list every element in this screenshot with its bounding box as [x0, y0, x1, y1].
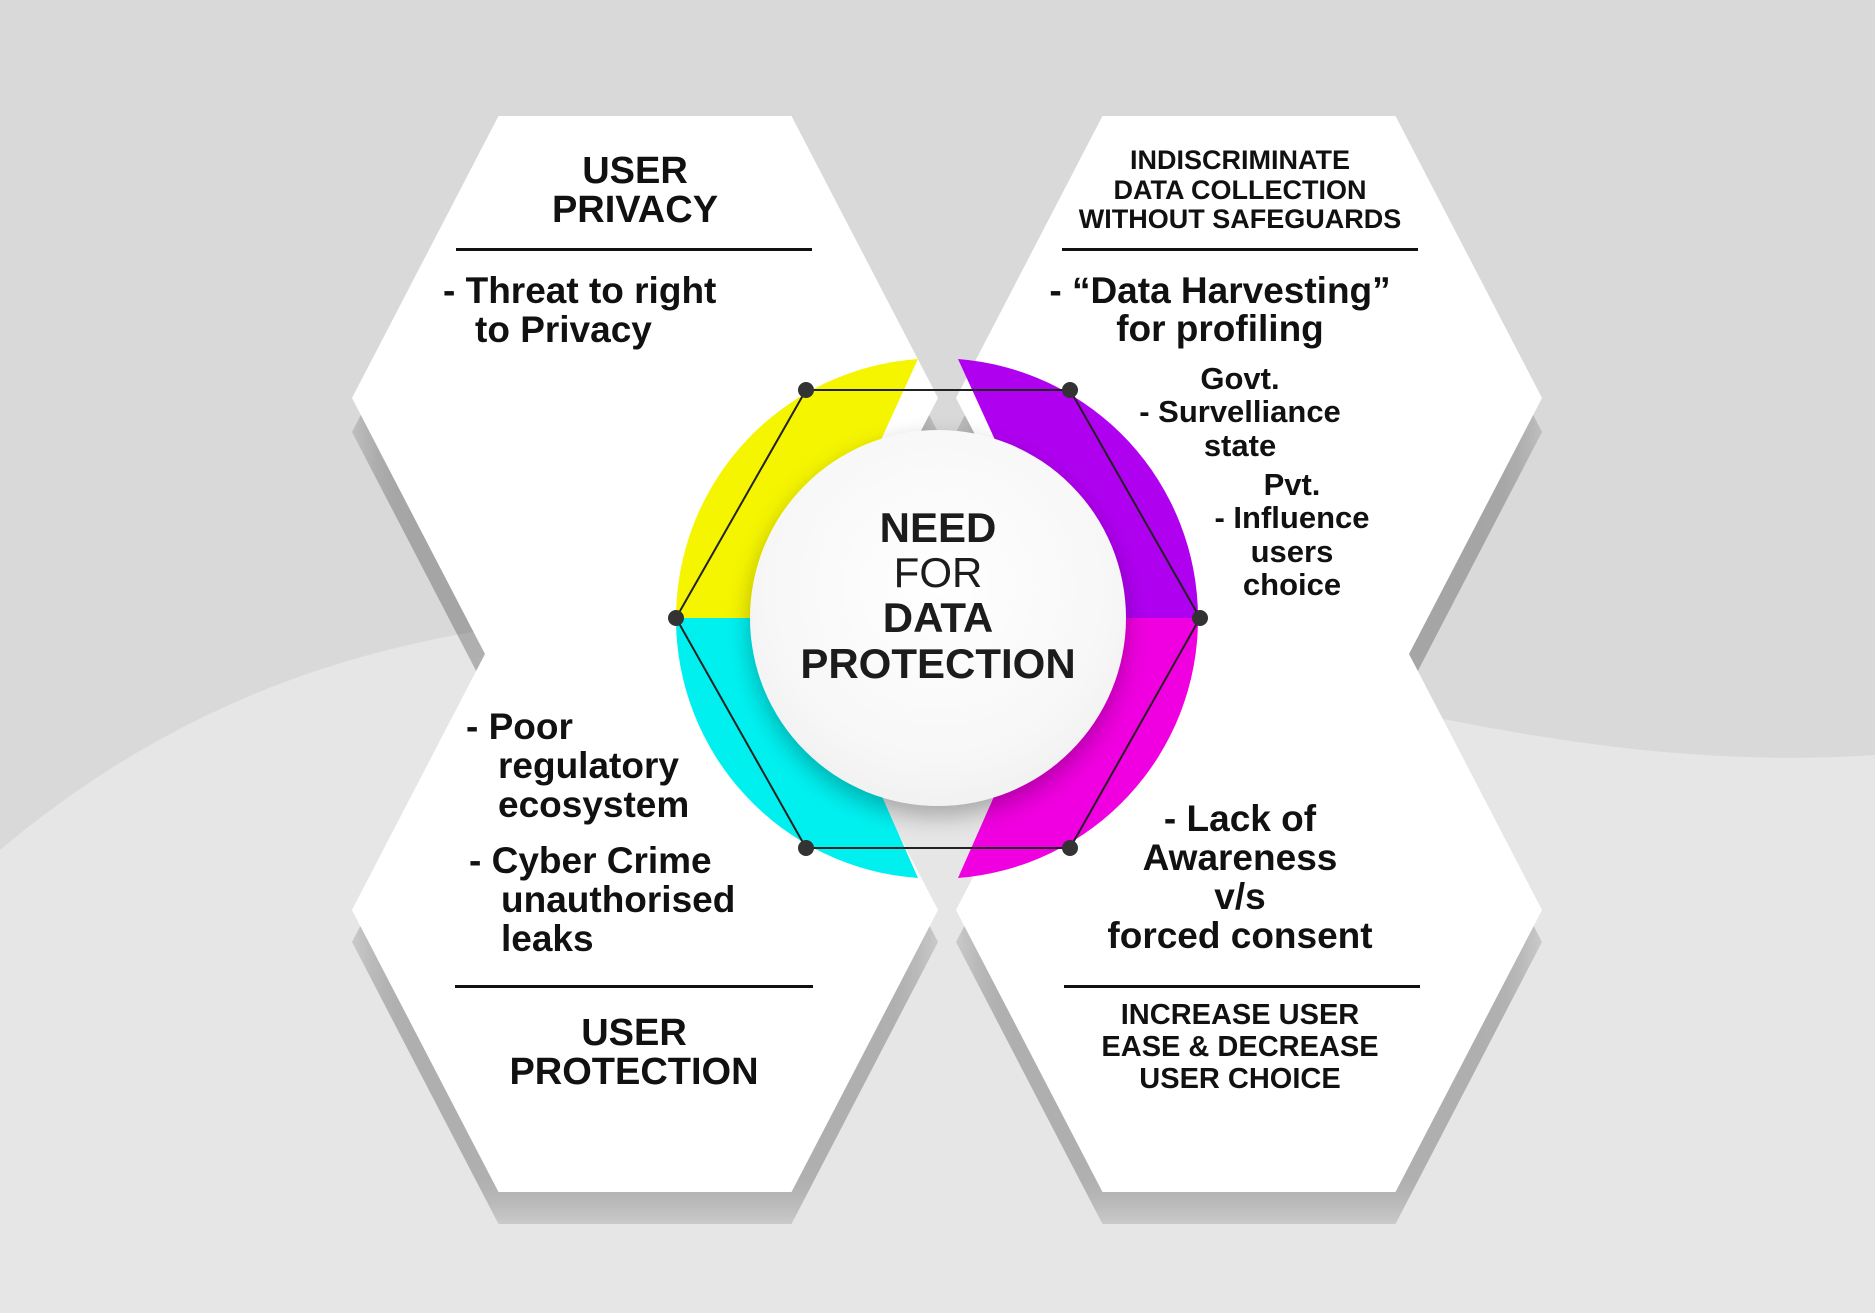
user-privacy-rule — [456, 248, 812, 251]
center-line-2: FOR — [893, 549, 983, 597]
data-collection-rule — [1062, 248, 1418, 251]
center-line-4: PROTECTION — [800, 640, 1076, 688]
poor-regulatory-text: - Poor regulatory ecosystem — [466, 706, 690, 825]
lack-of-awareness-text: - Lack of Awareness v/s forced consent — [1107, 798, 1373, 956]
user-protection-title: USER PROTECTION — [509, 1012, 759, 1093]
user-privacy-body: - Threat to right to Privacy — [443, 270, 717, 350]
cyber-crime-text: - Cyber Crime unauthorised leaks — [469, 840, 736, 959]
user-privacy-title: USER PRIVACY — [551, 150, 719, 231]
data-harvesting-text: - “Data Harvesting” for profiling — [1049, 270, 1391, 349]
user-choice-title: INCREASE USER EASE & DECREASE USER CHOIC… — [1101, 999, 1379, 1095]
user-protection-rule — [455, 985, 813, 988]
govt-surveillance-text: Govt. - Survelliance state — [1139, 361, 1341, 463]
pvt-influence-text: Pvt. - Influence users choice — [1214, 467, 1370, 603]
center-line-3: DATA — [882, 594, 994, 642]
center-line-1: NEED — [879, 504, 997, 551]
center-circle — [750, 430, 1126, 806]
data-collection-title: INDISCRIMINATE DATA COLLECTION WITHOUT S… — [1078, 145, 1402, 235]
user-choice-rule — [1064, 985, 1420, 988]
center-title: NEED FOR DATA PROTECTION — [750, 504, 1126, 688]
